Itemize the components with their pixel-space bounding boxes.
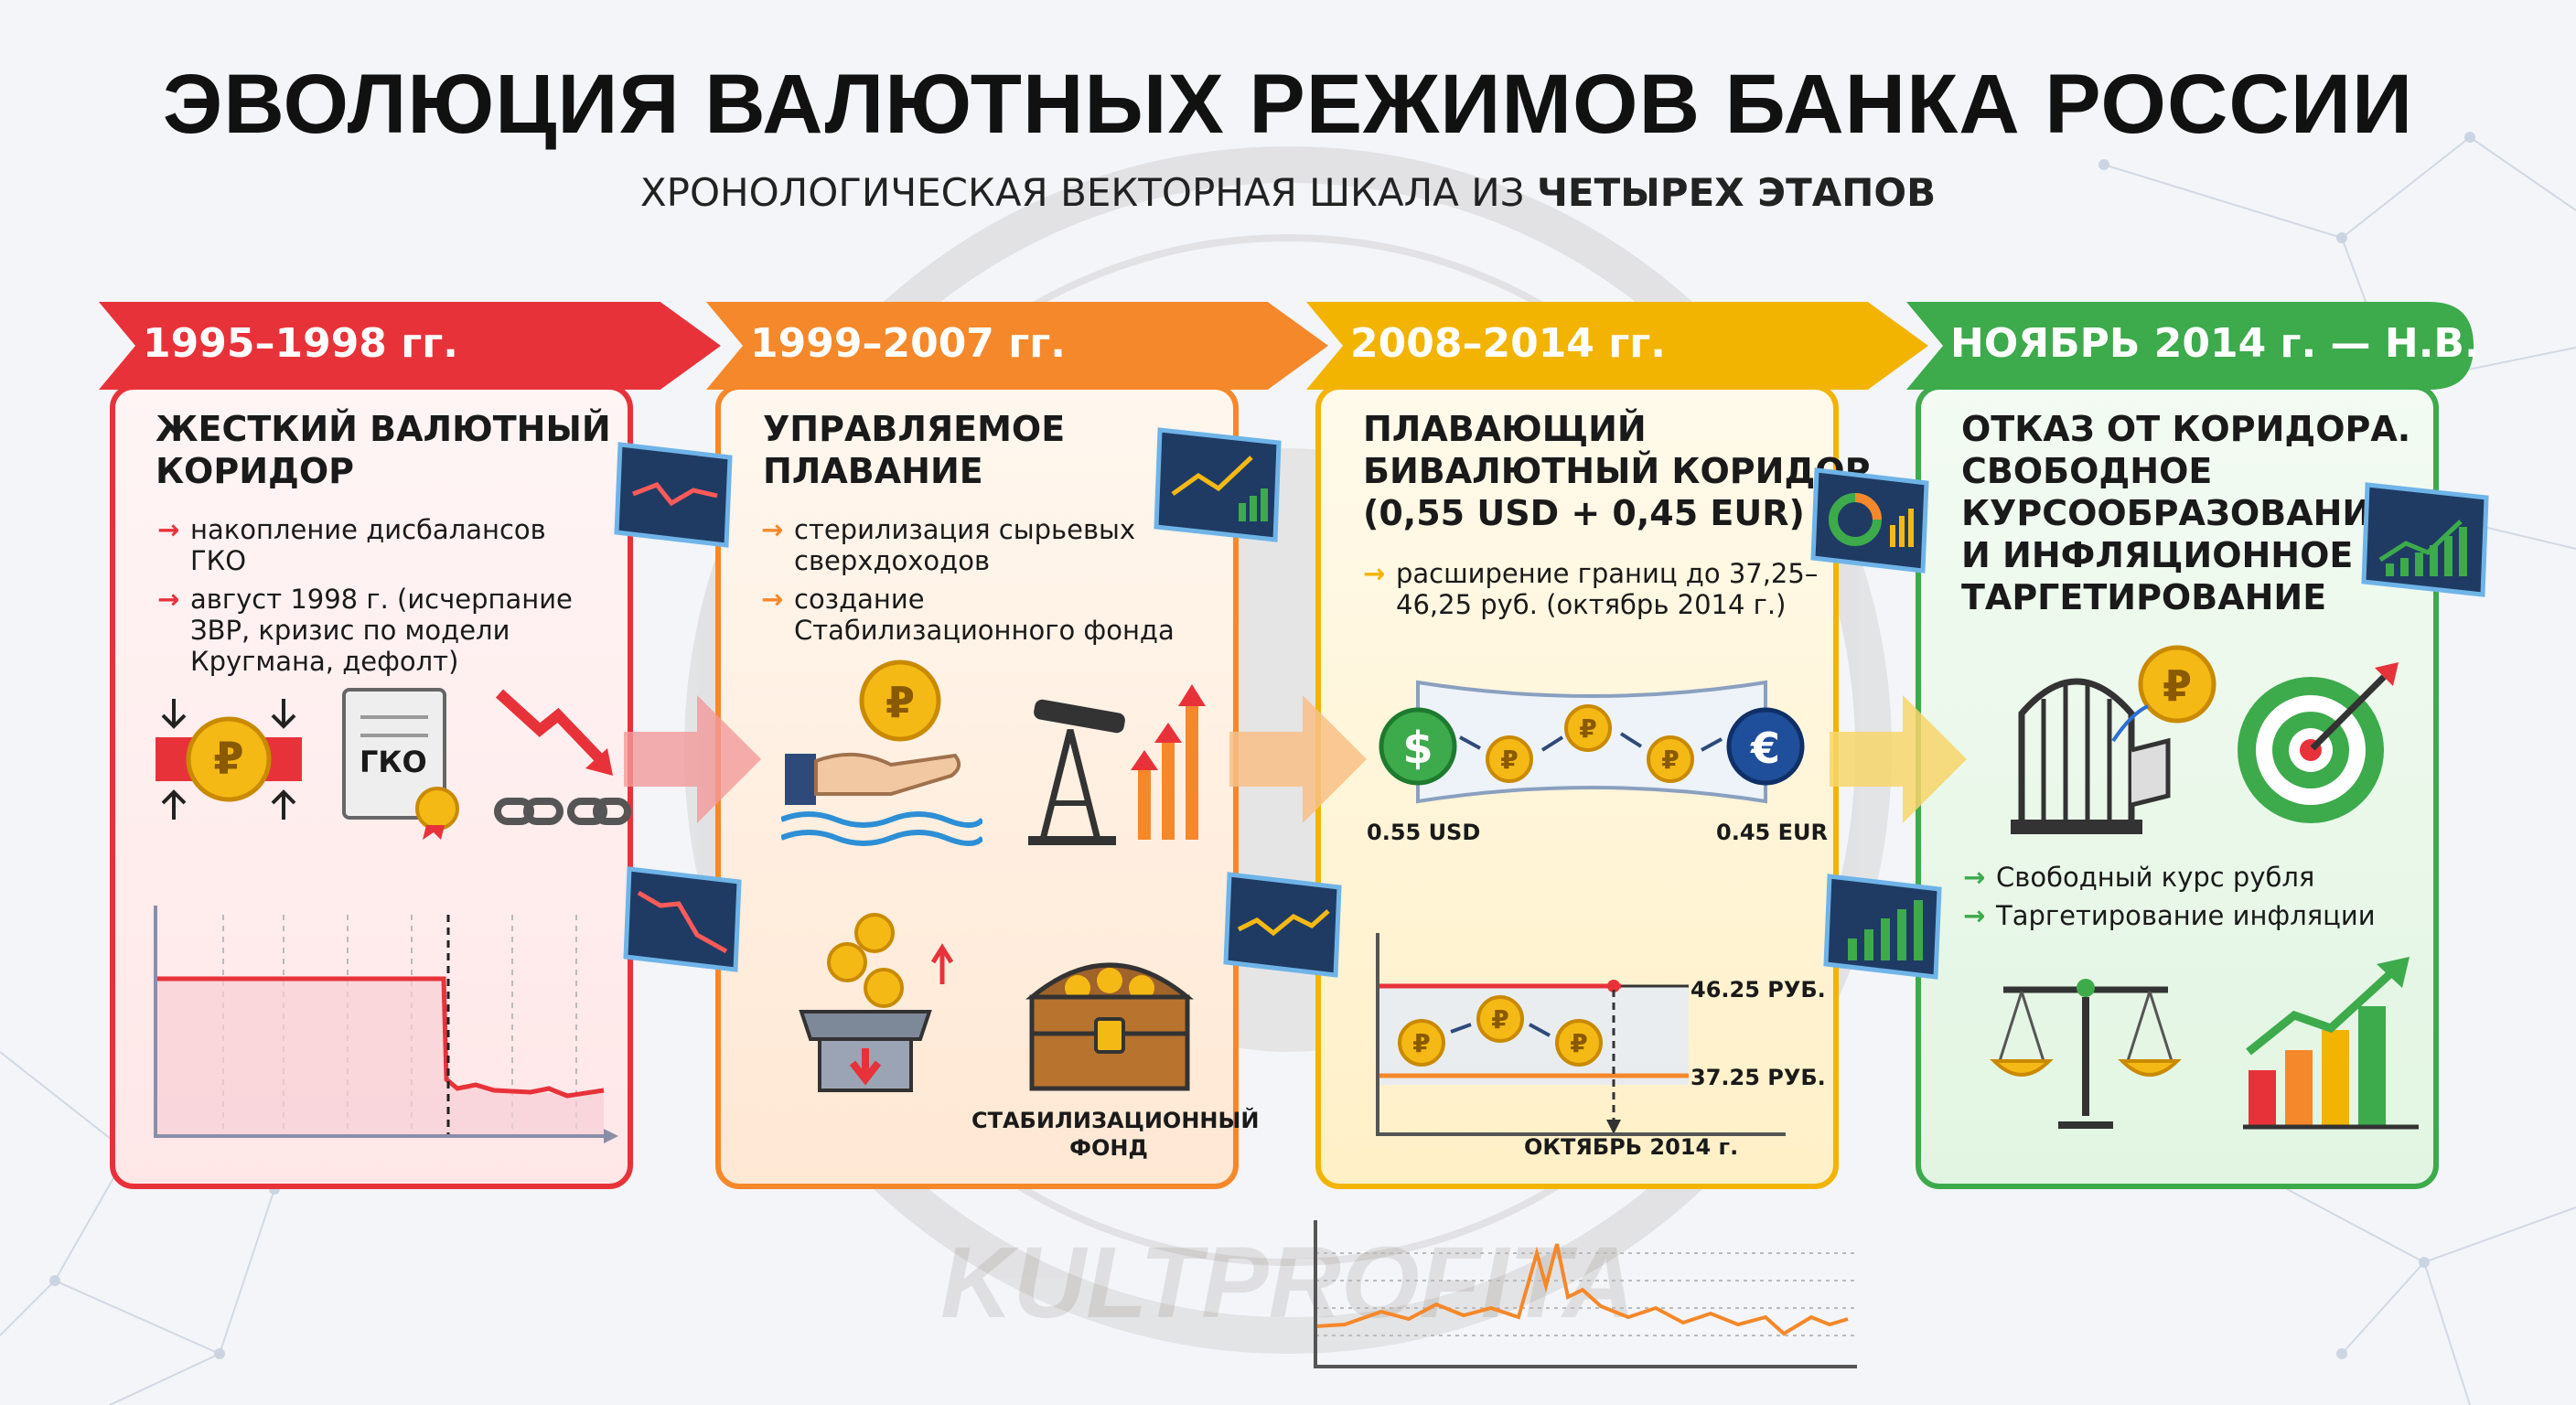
svg-text:₽: ₽ bbox=[1491, 1004, 1508, 1035]
target-icon bbox=[2238, 662, 2399, 823]
banner-arrow-shape bbox=[1306, 302, 1928, 390]
list-item: →создание Стабилизационного фонда bbox=[761, 584, 1175, 646]
svg-text:₽: ₽ bbox=[213, 734, 243, 785]
stage-1-title: ЖЕСТКИЙ ВАЛЮТНЫЙ КОРИДОР bbox=[156, 409, 611, 491]
coin-box-icon bbox=[799, 913, 954, 1092]
euro-coin-icon: € bbox=[1726, 707, 1805, 786]
stage-connector-arrow-1 bbox=[624, 695, 761, 823]
falling-arrow-broken-chain-icon bbox=[494, 689, 631, 825]
page-subtitle: ХРОНОЛОГИЧЕСКАЯ ВЕКТОРНАЯ ШКАЛА ИЗ ЧЕТЫР… bbox=[0, 170, 2576, 215]
stage-2-period: 1999–2007 гг. bbox=[750, 320, 1066, 367]
banner-arrow-shape bbox=[99, 302, 721, 390]
stage-1-banner: 1995–1998 гг. bbox=[99, 302, 721, 390]
list-item: →накопление дисбалансов ГКО bbox=[157, 514, 546, 576]
open-cage-ruble-icon: ₽ bbox=[2011, 645, 2216, 834]
svg-text:₽: ₽ bbox=[1412, 1028, 1430, 1058]
stage-2-bullets: →стерилизация сырьевых сверхдоходов →соз… bbox=[761, 514, 1200, 653]
oil-pump-rising-arrows-icon bbox=[1028, 684, 1206, 845]
svg-text:$: $ bbox=[1402, 723, 1433, 774]
arrow-right-icon: → bbox=[1963, 900, 1986, 931]
monitor-bars-icon bbox=[2361, 482, 2489, 597]
stage-1-period: 1995–1998 гг. bbox=[143, 320, 458, 367]
watermark-text: KULTPROFITA bbox=[940, 1227, 1636, 1339]
svg-text:₽: ₽ bbox=[1570, 1028, 1587, 1058]
monitor-donut-icon bbox=[1810, 467, 1929, 574]
stage-4-title: ОТКАЗ ОТ КОРИДОРА. СВОБОДНОЕ КУРСООБРАЗО… bbox=[1961, 409, 2411, 617]
currency-basket-diagram: $ € ₽ ₽ ₽ bbox=[1379, 680, 1805, 804]
list-item: →расширение границ до 37,25–46,25 руб. (… bbox=[1363, 558, 1819, 620]
monitor-bars-icon bbox=[1823, 874, 1942, 980]
subtitle-emphasis: ЧЕТЫРЕХ ЭТАПОВ bbox=[1536, 170, 1937, 215]
stage-3-banner: 2008–2014 гг. bbox=[1306, 302, 1928, 390]
arrow-right-icon: → bbox=[761, 514, 784, 545]
stage-3-title: ПЛАВАЮЩИЙ БИВАЛЮТНЫЙ КОРИДОР (0,55 USD +… bbox=[1363, 409, 1871, 533]
page-title: ЭВОЛЮЦИЯ ВАЛЮТНЫХ РЕЖИМОВ БАНКА РОССИИ bbox=[162, 58, 2414, 151]
gko-label: ГКО bbox=[360, 745, 427, 779]
svg-text:₽: ₽ bbox=[1579, 713, 1596, 744]
list-item: →стерилизация сырьевых сверхдоходов bbox=[761, 514, 1136, 576]
monitor-line-chart-icon bbox=[614, 442, 733, 548]
subtitle-prefix: ХРОНОЛОГИЧЕСКАЯ ВЕКТОРНАЯ ШКАЛА ИЗ bbox=[639, 170, 1525, 215]
stage-2-title: УПРАВЛЯЕМОЕ ПЛАВАНИЕ bbox=[763, 409, 1066, 491]
stage-1-exchange-rate-chart bbox=[154, 906, 618, 1143]
monitor-rising-chart-icon bbox=[1154, 427, 1282, 542]
svg-text:€: € bbox=[1750, 724, 1780, 773]
basket-left-label: 0.55 USD bbox=[1367, 820, 1481, 845]
list-item: →Свободный курс рубля bbox=[1963, 862, 2315, 893]
stage-3-bullets: →расширение границ до 37,25–46,25 руб. (… bbox=[1363, 558, 1830, 627]
svg-text:₽: ₽ bbox=[1500, 745, 1518, 775]
stabilization-fund-label: СТАБИЛИЗАЦИОННЫЙ ФОНД bbox=[971, 1108, 1260, 1161]
corridor-chart: ₽ ₽ ₽ bbox=[1376, 933, 1786, 1136]
rising-bars-icon bbox=[2243, 957, 2419, 1130]
svg-text:₽: ₽ bbox=[2163, 661, 2192, 711]
corridor-lower-label: 37.25 РУБ. bbox=[1690, 1065, 1826, 1090]
list-item: →август 1998 г. (исчерпание ЗВР, кризис … bbox=[157, 584, 573, 677]
arrow-right-icon: → bbox=[157, 514, 180, 545]
arrow-right-icon: → bbox=[761, 584, 784, 615]
gko-certificate-icon bbox=[342, 688, 459, 840]
stage-connector-arrow-2 bbox=[1229, 695, 1367, 823]
stage-1-bullets: →накопление дисбалансов ГКО →август 1998… bbox=[157, 514, 596, 684]
treasure-chest-icon bbox=[1025, 962, 1194, 1091]
stage-4-bullets: →Свободный курс рубля →Таргетирование ин… bbox=[1963, 862, 2420, 938]
arrow-right-icon: → bbox=[157, 584, 180, 615]
floating-rate-chart bbox=[1314, 1220, 1857, 1368]
stage-2-banner: 1999–2007 гг. bbox=[706, 302, 1328, 390]
stage-3-period: 2008–2014 гг. bbox=[1350, 320, 1666, 367]
stage-4-period: НОЯБРЬ 2014 г. — Н.В. bbox=[1950, 320, 2480, 367]
arrow-right-icon: → bbox=[1363, 558, 1386, 589]
scales-icon bbox=[1990, 979, 2182, 1129]
basket-right-label: 0.45 EUR bbox=[1716, 820, 1828, 845]
banner-arrow-shape bbox=[706, 302, 1328, 390]
corridor-x-label: ОКТЯБРЬ 2014 г. bbox=[1524, 1134, 1739, 1160]
svg-text:₽: ₽ bbox=[1661, 745, 1679, 775]
monitor-line-chart-icon bbox=[1223, 872, 1342, 978]
banner-rounded-shape bbox=[1906, 302, 2474, 390]
compressed-ruble-icon: ₽ bbox=[156, 699, 302, 820]
list-item: →Таргетирование инфляции bbox=[1963, 900, 2376, 931]
svg-text:₽: ₽ bbox=[886, 678, 915, 727]
monitor-falling-chart-icon bbox=[623, 866, 742, 972]
dollar-coin-icon: $ bbox=[1379, 707, 1457, 786]
corridor-upper-label: 46.25 РУБ. bbox=[1690, 977, 1826, 1003]
stage-connector-arrow-3 bbox=[1830, 695, 1967, 823]
stage-4-banner: НОЯБРЬ 2014 г. — Н.В. bbox=[1906, 302, 2480, 390]
arrow-right-icon: → bbox=[1963, 862, 1986, 893]
hand-ruble-icon: ₽ bbox=[781, 660, 982, 846]
